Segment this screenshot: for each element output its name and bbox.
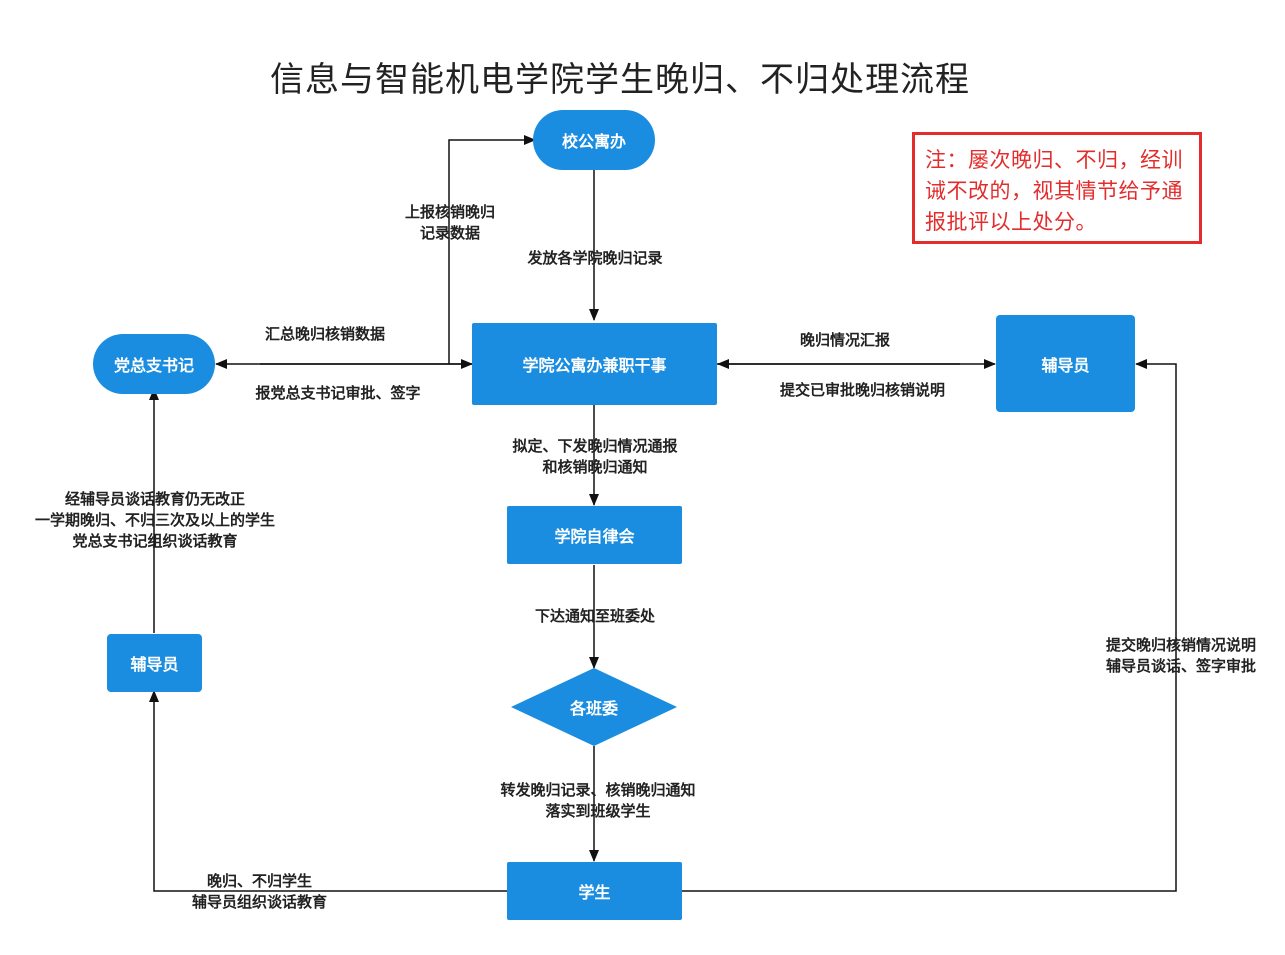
page-title: 信息与智能机电学院学生晚归、不归处理流程 (270, 60, 970, 100)
node-self-committee: 学院自律会 (507, 506, 682, 564)
label-forward: 转发晚归记录、核销晚归通知 落实到班级学生 (500, 781, 696, 820)
label-escalate: 经辅导员谈话教育仍无改正 一学期晚归、不归三次及以上的学生 党总支书记组织谈话教… (34, 490, 275, 550)
diamond-shape (511, 668, 677, 746)
edge-report-up (448, 135, 536, 364)
node-counselor-right: 辅导员 (996, 315, 1135, 412)
label-students-right: 提交晚归核销情况说明 辅导员谈话、签字审批 (1105, 636, 1256, 675)
label-late-report: 晚归情况汇报 (799, 331, 890, 349)
edge-students-right (681, 359, 1177, 892)
node-students: 学生 (507, 862, 682, 920)
label-summary: 汇总晚归核销数据 (264, 325, 385, 343)
node-class-committee: 各班委 (511, 668, 677, 746)
note-box: 注：屡次晚归、不归，经训诫不改的，视其情节给予通报批评以上处分。 (912, 132, 1202, 244)
node-college-officer: 学院公寓办兼职干事 (472, 323, 717, 405)
label-report-up: 上报核销晚归 记录数据 (404, 203, 495, 242)
label-students-left: 晚归、不归学生 辅导员组织谈话教育 (191, 872, 327, 911)
node-counselor-left: 辅导员 (107, 634, 202, 692)
label-distribute: 发放各学院晚归记录 (527, 249, 663, 267)
label-submit-approved: 提交已审批晚归核销说明 (779, 381, 945, 399)
edge-students-left (149, 690, 507, 892)
label-draft-notice: 拟定、下发晚归情况通报 和核销晚归通知 (512, 437, 678, 476)
label-report-secretary: 报党总支书记审批、签字 (255, 384, 421, 402)
node-campus-office: 校公寓办 (533, 110, 655, 170)
class-committee-label: 各班委 (569, 699, 618, 718)
node-party-secretary: 党总支书记 (93, 334, 215, 394)
label-to-class: 下达通知至班委处 (534, 607, 655, 625)
